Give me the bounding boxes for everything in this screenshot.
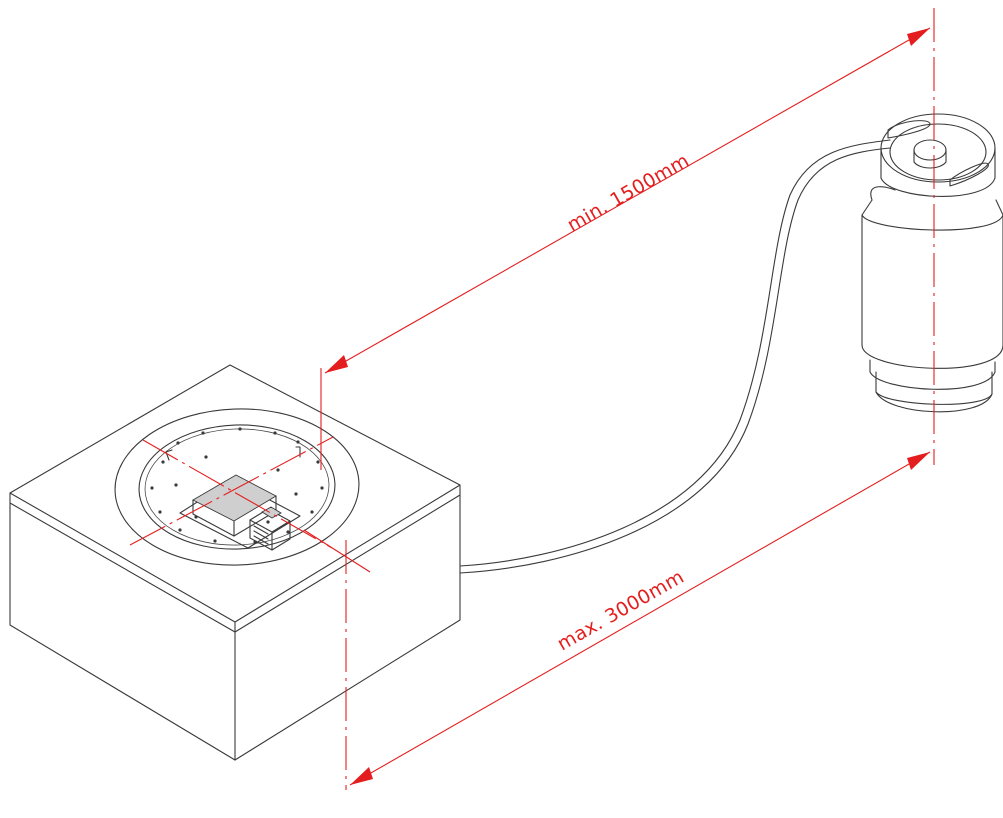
- dimension-lines: [129, 8, 935, 790]
- fire-pit-block: [9, 364, 461, 761]
- gas-cylinder: [861, 113, 1003, 413]
- dimension-labels: min. 1500mm max. 3000mm: [554, 150, 694, 656]
- min-distance-label: min. 1500mm: [564, 150, 694, 237]
- gas-hose: [459, 139, 891, 574]
- burner-ring: [114, 408, 360, 566]
- burner-unit: [179, 474, 301, 551]
- max-distance-label: max. 3000mm: [554, 566, 688, 656]
